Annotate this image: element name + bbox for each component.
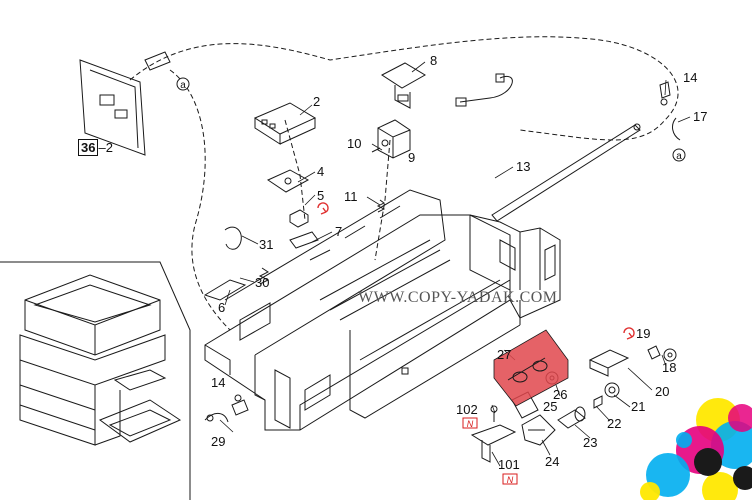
gear-part-5	[289, 209, 309, 228]
callout-14-top: 14	[683, 70, 698, 85]
n-mark-101-label: N	[507, 475, 514, 485]
n-mark-102: N	[462, 417, 478, 429]
harness-dashed-line	[129, 36, 679, 141]
control-box-part-2	[253, 102, 317, 145]
bracket-part-8	[381, 62, 426, 109]
callout-102: 102	[456, 402, 478, 417]
harness-dashed-line-4	[374, 139, 391, 261]
spring-part-11	[376, 199, 386, 213]
pin-part-22	[593, 395, 603, 409]
callout-6: 6	[218, 300, 226, 315]
sensor-part-14-bottom	[231, 394, 249, 416]
callout-24: 24	[545, 454, 560, 469]
clip-part-19	[647, 345, 661, 360]
callout-36-box: 36–2	[78, 139, 113, 156]
n-mark-101: N	[502, 473, 518, 485]
sensor-part-14-top	[659, 81, 671, 106]
callout-25: 25	[543, 399, 558, 414]
cycle-icon-5	[317, 202, 329, 215]
callout-11: 11	[344, 189, 358, 204]
callout-30: 30	[255, 275, 270, 290]
main-frame	[204, 189, 521, 431]
callout-7: 7	[335, 224, 343, 239]
callout-23: 23	[583, 435, 598, 450]
callout-27: 27	[497, 347, 512, 362]
side-housing	[469, 214, 561, 319]
callout-29: 29	[211, 434, 226, 449]
bracket-part-101	[470, 424, 517, 463]
callout-8: 8	[430, 53, 438, 68]
harness-dashed-line-2	[169, 69, 231, 331]
solenoid-part-9	[371, 119, 411, 159]
callout-21: 21	[631, 399, 646, 414]
ref-a2-label: a	[676, 151, 682, 162]
plate-part-4	[266, 169, 310, 193]
cmyk-logo	[640, 398, 752, 500]
watermark: WWW.COPY-YADAK.COM	[358, 289, 558, 306]
callout-2: 2	[313, 94, 321, 109]
screw-part-102	[490, 405, 498, 422]
roller-part-23	[557, 406, 586, 429]
callout-31: 31	[259, 237, 274, 252]
ref-circle-a2: a	[672, 148, 686, 162]
ref-circle-a1: a	[176, 77, 190, 91]
highlighted-roller-part-27	[493, 329, 569, 407]
copier-inset	[0, 261, 191, 500]
connector-cable	[455, 73, 513, 107]
callout-20: 20	[655, 384, 670, 399]
callout-36: 36	[78, 139, 99, 156]
callout-18: 18	[662, 360, 677, 375]
pwb-board-part-36	[79, 51, 171, 156]
ref-a1-label: a	[180, 80, 186, 91]
callout-4: 4	[317, 164, 325, 179]
lever-part-31	[224, 226, 242, 250]
callout-9: 9	[408, 150, 416, 165]
bracket-part-20	[588, 349, 630, 377]
link-part-7	[289, 231, 319, 249]
gear-part-21	[604, 382, 620, 398]
cable-part-29	[204, 413, 229, 423]
callout-22: 22	[607, 416, 622, 431]
callout-36-suffix: –2	[98, 140, 113, 155]
cable-part-17	[672, 117, 681, 141]
callout-17: 17	[693, 109, 708, 124]
bracket-part-6	[203, 279, 247, 301]
spring-part-30	[258, 267, 270, 285]
n-mark-102-label: N	[467, 419, 474, 429]
shaft-part-13	[491, 123, 641, 222]
harness-dashed-line-3	[284, 119, 306, 221]
callout-19: 19	[636, 326, 651, 341]
holder-part-24	[521, 414, 556, 446]
callout-13: 13	[516, 159, 531, 174]
callout-26: 26	[553, 387, 568, 402]
gear-part-18	[663, 348, 677, 362]
callout-5: 5	[317, 188, 325, 203]
callout-14-bottom: 14	[211, 375, 226, 390]
callout-10: 10	[347, 136, 362, 151]
cycle-icon-19	[623, 327, 635, 340]
callout-101: 101	[498, 457, 520, 472]
